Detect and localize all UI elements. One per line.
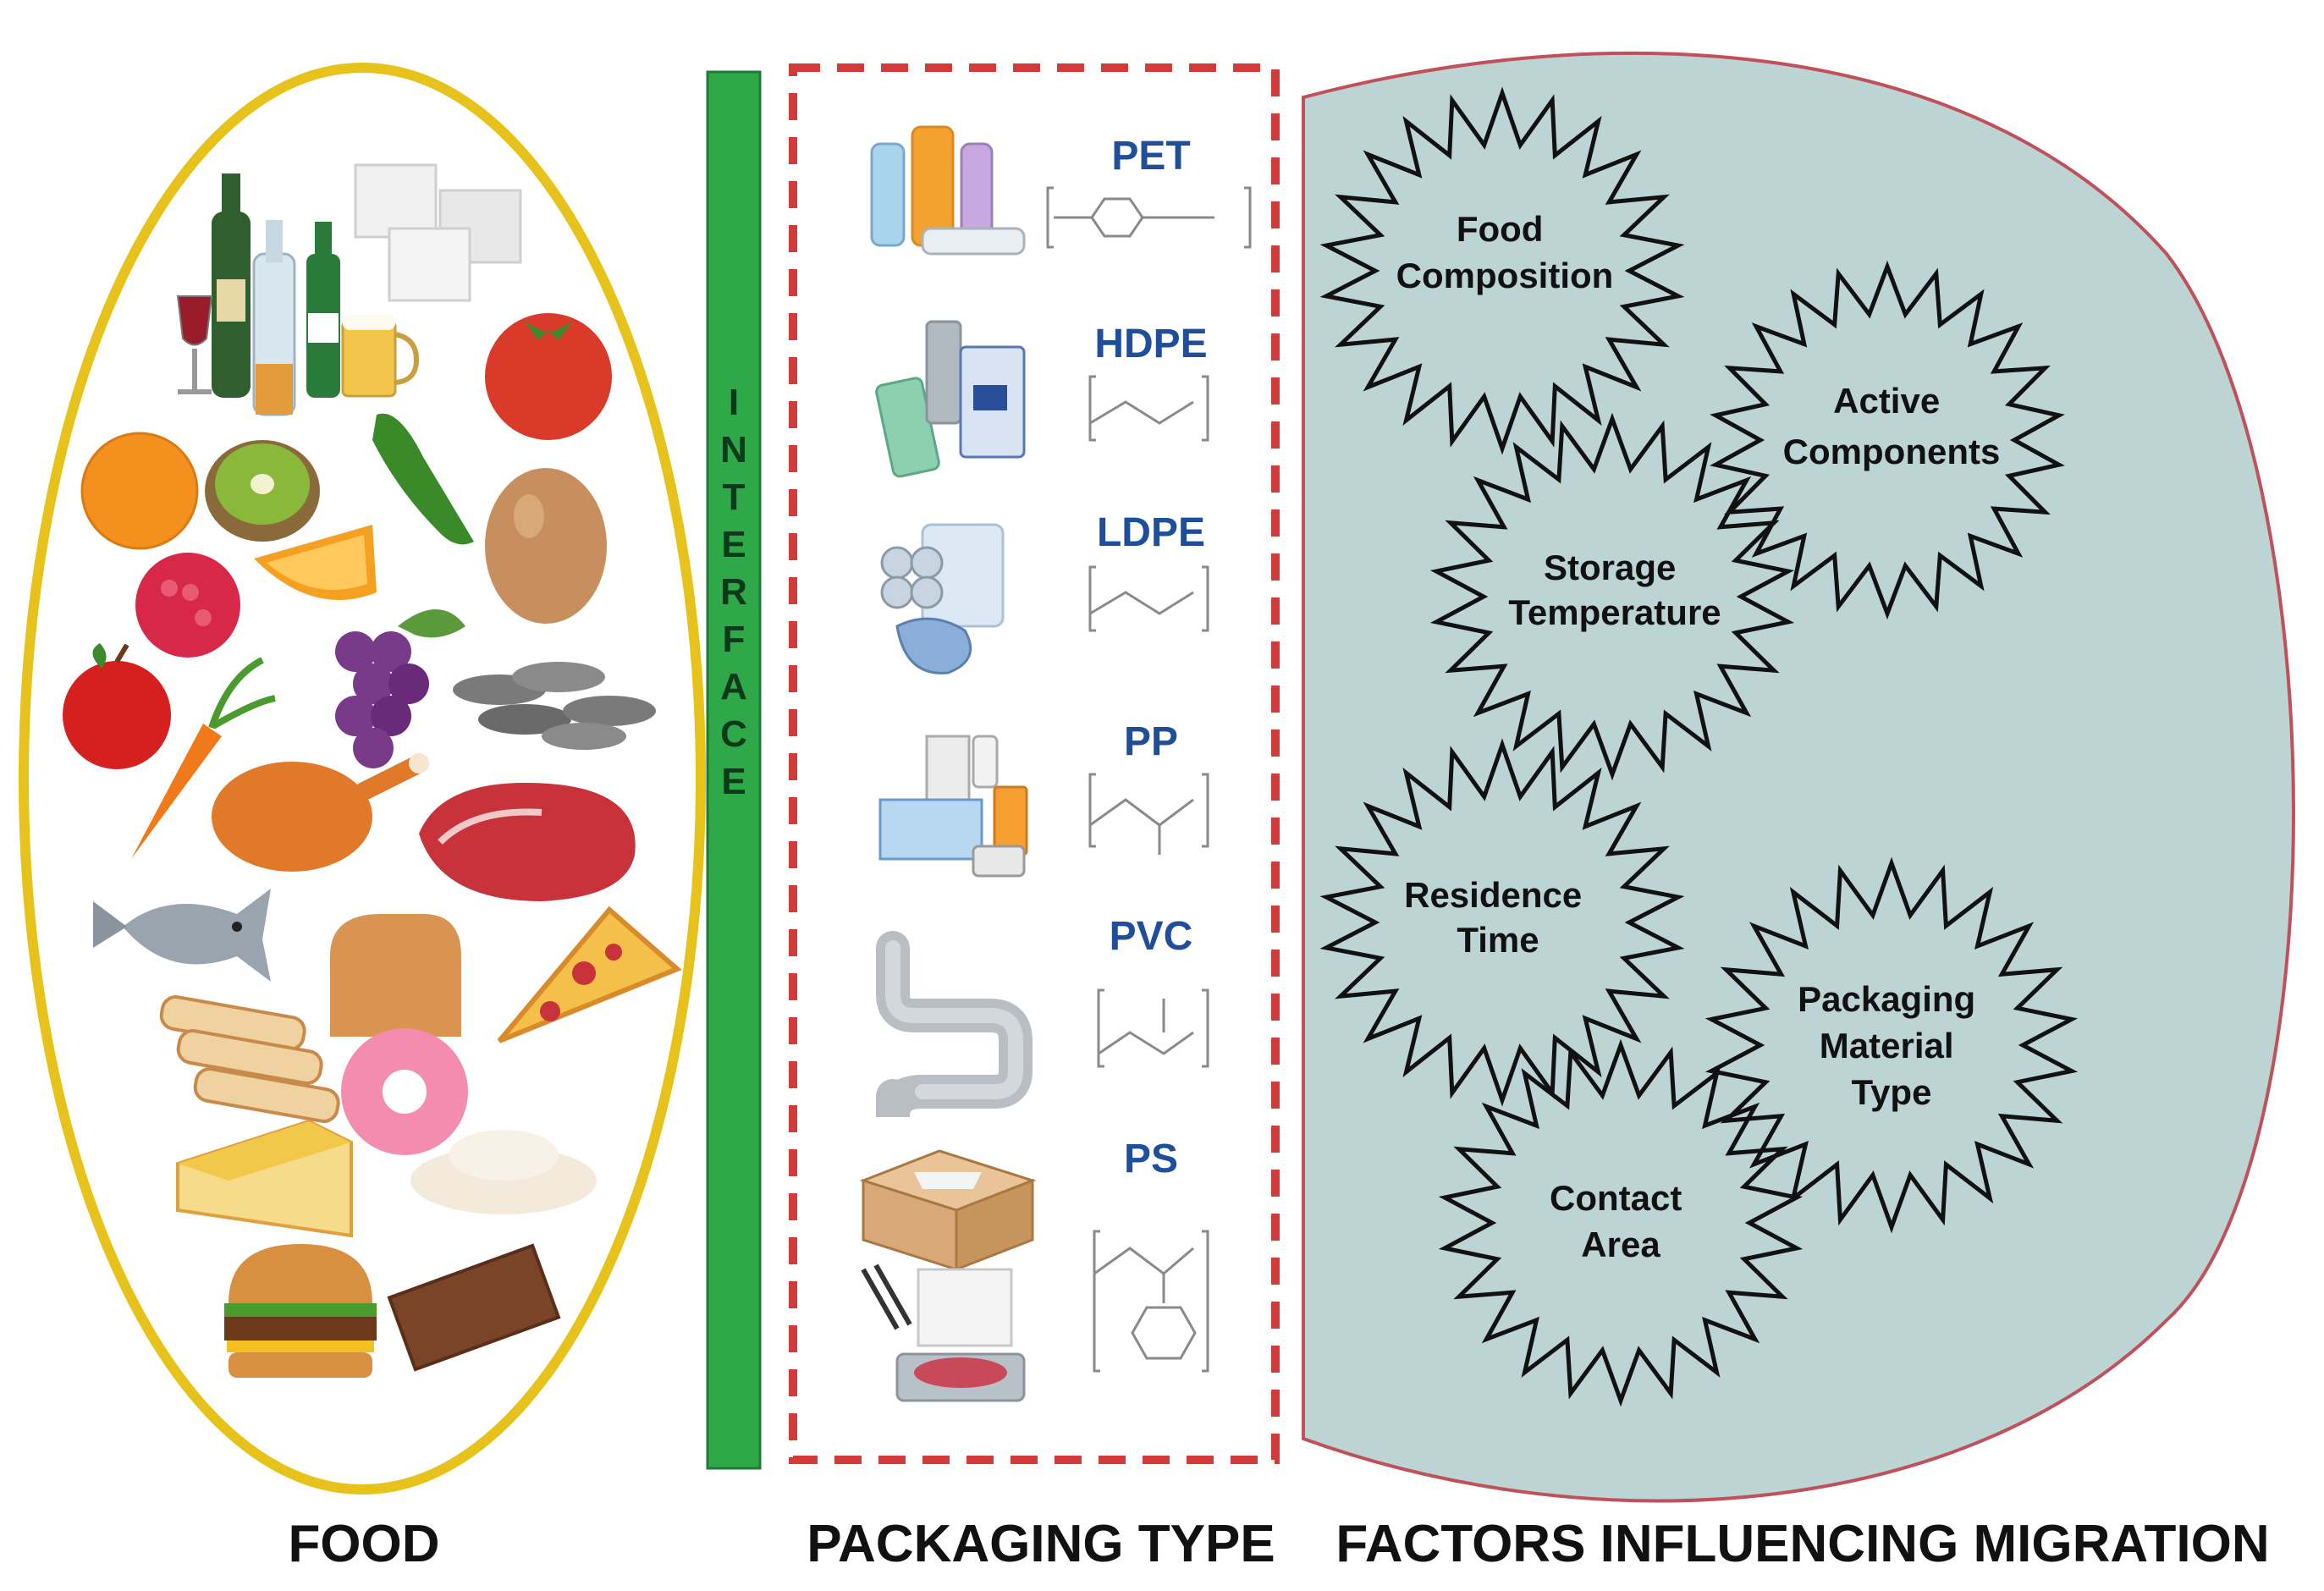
interface-letter: E: [721, 761, 746, 802]
seeds-icon: [453, 662, 656, 750]
raspberry-icon: [135, 553, 240, 658]
interface-letter: C: [720, 713, 747, 755]
factor-label: Packaging Material Type: [1798, 979, 1985, 1112]
sugar-cubes-icon: [354, 163, 522, 302]
beer-mug-icon: [341, 315, 420, 398]
pipe-icon: [876, 931, 1033, 1119]
cheese-icon: [176, 1119, 353, 1238]
packaging-row-ldpe: LDPE: [880, 510, 1209, 674]
factors-region: [1302, 51, 2295, 1503]
packaging-row-ps: PS: [859, 1137, 1209, 1402]
interface-bar: [706, 70, 762, 1470]
starburst-shape: [1704, 856, 2079, 1234]
starburst-shape: [1319, 738, 1685, 1107]
caption-food: FOOD: [288, 1515, 440, 1573]
packaging-row-hdpe: HDPE: [875, 320, 1209, 478]
orange-icon: [80, 432, 199, 550]
caption-factors-influencing-migration: FACTORS INFLUENCING MIGRATION: [1335, 1515, 2270, 1573]
kiwi-icon: [205, 440, 320, 542]
pet-repeat-unit: [1046, 186, 1252, 249]
caption-packaging-type: PACKAGING TYPE: [807, 1515, 1275, 1573]
packaging-label: PET: [1111, 134, 1190, 179]
packaging-box: [789, 63, 1280, 1464]
factor-contact-area: Contact Area: [1438, 1038, 1804, 1407]
roast-chicken-icon: [212, 753, 429, 872]
detergent-bottles-icon: [875, 320, 1026, 478]
interface-letter: E: [721, 524, 746, 565]
interface-letter: R: [720, 571, 747, 613]
carrot-icon: [131, 657, 276, 859]
grapes-icon: [335, 609, 465, 768]
wine-bottle-icon: [212, 173, 251, 398]
factor-active-components: Active Components: [1710, 260, 2065, 620]
interface-letter: F: [723, 619, 746, 660]
cucumber-icon: [372, 413, 474, 545]
packaging-row-pet: PET: [870, 125, 1252, 256]
green-bottle-icon: [306, 222, 340, 398]
polypropylene-repeat-unit: [1088, 773, 1209, 855]
factor-label: Active Components: [1783, 381, 2001, 471]
food-items-group: [63, 163, 682, 1378]
foam-box-icon: [859, 1149, 1037, 1402]
wine-glass-icon: [176, 295, 213, 394]
factor-label: Food Composition: [1396, 209, 1614, 295]
food-containers-icon: [878, 735, 1028, 878]
interface-letter: I: [729, 382, 739, 423]
starburst-shape: [1429, 412, 1795, 781]
interface-letter: A: [720, 666, 747, 707]
starburst-shape: [1319, 86, 1685, 455]
orange-slice-icon: [254, 525, 377, 600]
packaging-label: LDPE: [1097, 510, 1205, 555]
egg-icon: [485, 468, 607, 624]
starburst-shape: [1438, 1038, 1804, 1407]
pvc-repeat-unit: [1097, 988, 1209, 1068]
packaging-label: PVC: [1110, 914, 1193, 959]
factor-label: Residence Time: [1404, 875, 1592, 960]
factor-storage-temperature: Storage Temperature: [1429, 412, 1795, 781]
factor-residence-time: Residence Time: [1319, 738, 1685, 1107]
apple-icon: [63, 643, 171, 769]
bread-icon: [159, 914, 461, 1123]
pizza-slice-icon: [497, 906, 682, 1043]
donut-icon: [341, 1028, 468, 1155]
bottles-icon: [870, 125, 1026, 256]
polystyrene-repeat-unit: [1093, 1230, 1209, 1373]
packaging-row-pp: PP: [878, 719, 1209, 878]
factor-packaging-material-type: Packaging Material Type: [1704, 856, 2079, 1234]
beer-bottle-icon: [252, 220, 296, 416]
tomato-icon: [485, 313, 612, 440]
factor-label: Storage Temperature: [1508, 548, 1721, 632]
packaging-label: PP: [1124, 719, 1178, 764]
interface-letter: N: [720, 429, 747, 471]
factor-label: Contact Area: [1550, 1178, 1692, 1264]
steak-icon: [419, 783, 636, 901]
factor-food-composition: Food Composition: [1319, 86, 1685, 455]
packaging-row-pvc: PVC: [876, 914, 1209, 1119]
cream-icon: [410, 1130, 597, 1214]
starburst-shape: [1710, 260, 2065, 620]
polyethylene-repeat-unit: [1088, 565, 1209, 632]
fish-icon: [93, 889, 271, 982]
burger-icon: [224, 1244, 377, 1378]
chocolate-bar-icon: [387, 1243, 561, 1372]
packaging-list: PET HDPE: [859, 125, 1252, 1402]
plastic-bags-icon: [880, 523, 1005, 674]
interface-letter: T: [723, 476, 746, 518]
polyethylene-repeat-unit: [1088, 375, 1209, 442]
packaging-label: HDPE: [1094, 322, 1207, 366]
packaging-label: PS: [1124, 1137, 1178, 1181]
